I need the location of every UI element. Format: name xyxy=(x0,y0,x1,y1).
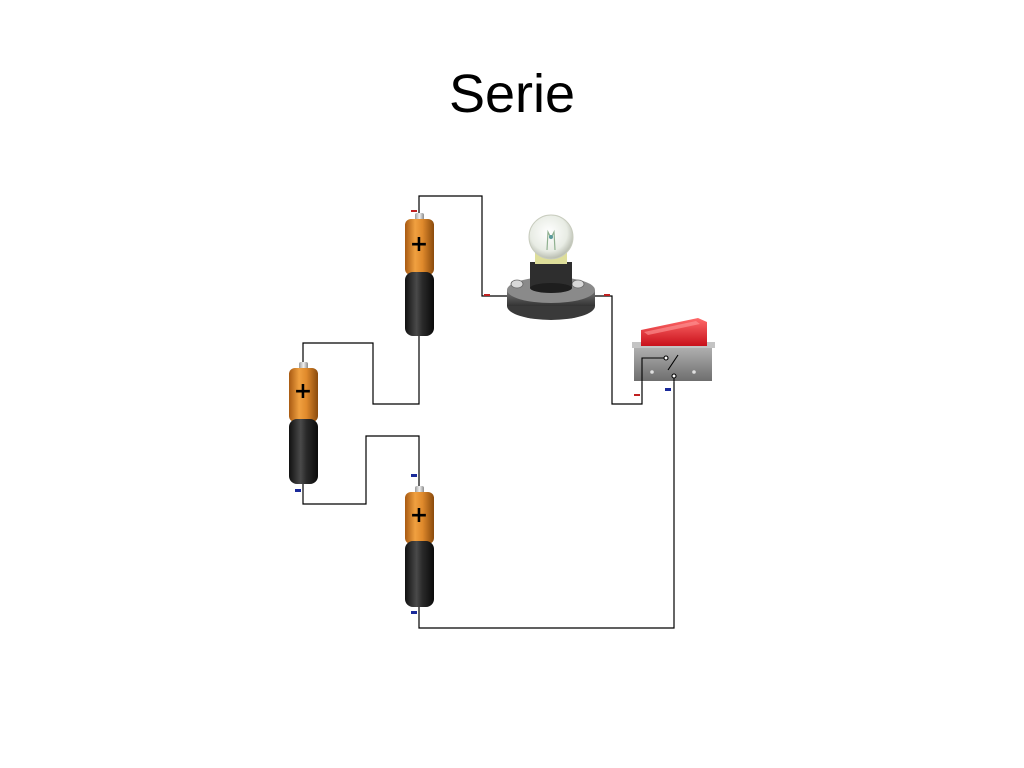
switch-rocker-highlight xyxy=(644,321,700,335)
switch-indicator-dot xyxy=(650,370,654,374)
negative-marker xyxy=(411,474,417,477)
negative-marker xyxy=(295,489,301,492)
positive-marker xyxy=(604,294,610,296)
rocker-switch xyxy=(632,318,715,382)
switch-indicator-dot xyxy=(692,370,696,374)
battery-negative-section xyxy=(405,541,434,607)
lamp-filament-dot xyxy=(549,235,553,239)
battery-left: + xyxy=(289,362,318,484)
wire-bottom-battery-to-left-battery xyxy=(302,435,420,505)
battery-top: + xyxy=(405,213,434,336)
battery-plus-label: + xyxy=(410,232,428,257)
positive-marker xyxy=(484,294,490,296)
wires xyxy=(302,195,675,629)
positive-marker xyxy=(411,210,417,212)
wire-switch-to-bottom-battery xyxy=(418,382,675,629)
lamp-screw-right xyxy=(571,279,585,289)
negative-marker xyxy=(665,388,671,391)
battery-positive-section xyxy=(405,219,434,275)
battery-positive-section xyxy=(289,368,318,422)
wire-left-battery-to-top-battery xyxy=(302,336,420,405)
lamp-screw-left xyxy=(510,279,524,289)
wire-top-battery-to-lamp xyxy=(418,195,508,297)
switch-symbol xyxy=(641,354,679,382)
battery-bottom: + xyxy=(405,486,434,607)
battery-plus-label: + xyxy=(294,379,312,404)
battery-positive-section xyxy=(405,492,434,544)
light-bulb xyxy=(507,214,595,320)
positive-marker xyxy=(634,394,640,396)
battery-negative-section xyxy=(289,419,318,484)
battery-plus-label: + xyxy=(410,503,428,528)
terminal-markers xyxy=(295,210,671,614)
negative-marker xyxy=(411,611,417,614)
battery-negative-section xyxy=(405,272,434,336)
lamp-socket-bottom xyxy=(530,283,572,293)
slide-title: Serie xyxy=(448,64,576,124)
